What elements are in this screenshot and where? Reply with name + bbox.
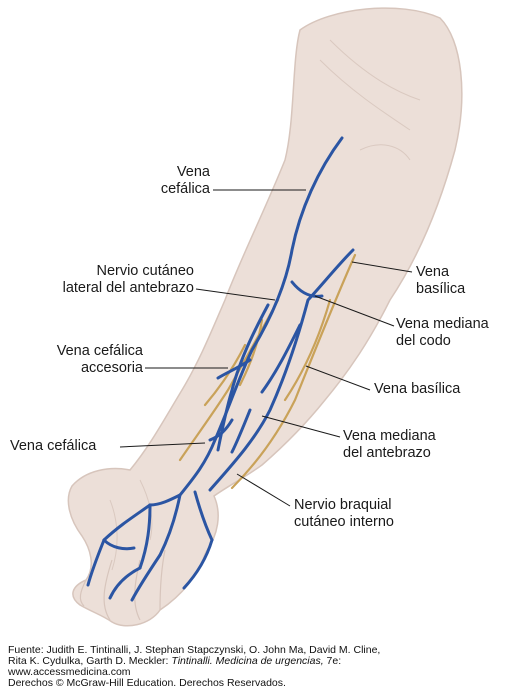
label-vena-basilica-top: Vena basílica (416, 264, 465, 298)
label-vena-cefalica-top: Vena cefálica (140, 164, 210, 198)
label-vena-mediana-codo: Vena mediana del codo (396, 316, 489, 350)
label-nervio-braquial: Nervio braquial cutáneo interno (294, 497, 394, 531)
label-nervio-cutaneo-lateral: Nervio cutáneo lateral del antebrazo (28, 263, 194, 297)
credit-line-4: Derechos © McGraw-Hill Education. Derech… (8, 678, 503, 689)
label-vena-mediana-antebrazo: Vena mediana del antebrazo (343, 428, 436, 462)
source-credit: Fuente: Judith E. Tintinalli, J. Stephan… (8, 645, 503, 689)
label-vena-cefalica-low: Vena cefálica (10, 438, 96, 455)
label-vena-basilica-low: Vena basílica (374, 381, 460, 398)
label-vena-cefalica-accesoria: Vena cefálica accesoria (28, 343, 143, 377)
